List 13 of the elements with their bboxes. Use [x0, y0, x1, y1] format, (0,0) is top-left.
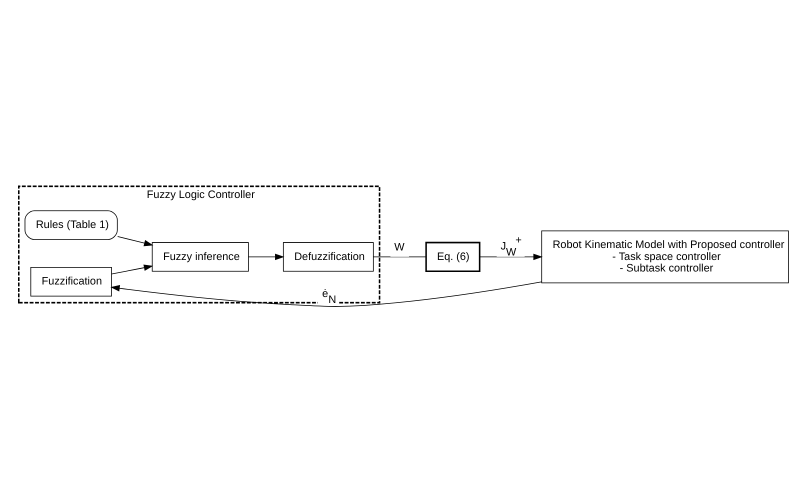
connector [373, 256, 426, 257]
arrow [110, 280, 542, 306]
arrow [479, 253, 543, 260]
node-box: Fuzzy inference [152, 242, 249, 272]
node-box: Robot Kinematic Model with Proposed controller - Task space controller - Subtask controller [541, 230, 789, 283]
arrow [117, 236, 154, 246]
node-box: Eq. (6) [425, 241, 480, 272]
arrow [111, 264, 154, 274]
edge-label: W [394, 240, 405, 253]
node-box: Defuzzification [282, 242, 374, 272]
arrow [248, 253, 284, 260]
node-box: Rules (Table 1) [24, 210, 118, 240]
node-box: Fuzzification [30, 266, 112, 296]
